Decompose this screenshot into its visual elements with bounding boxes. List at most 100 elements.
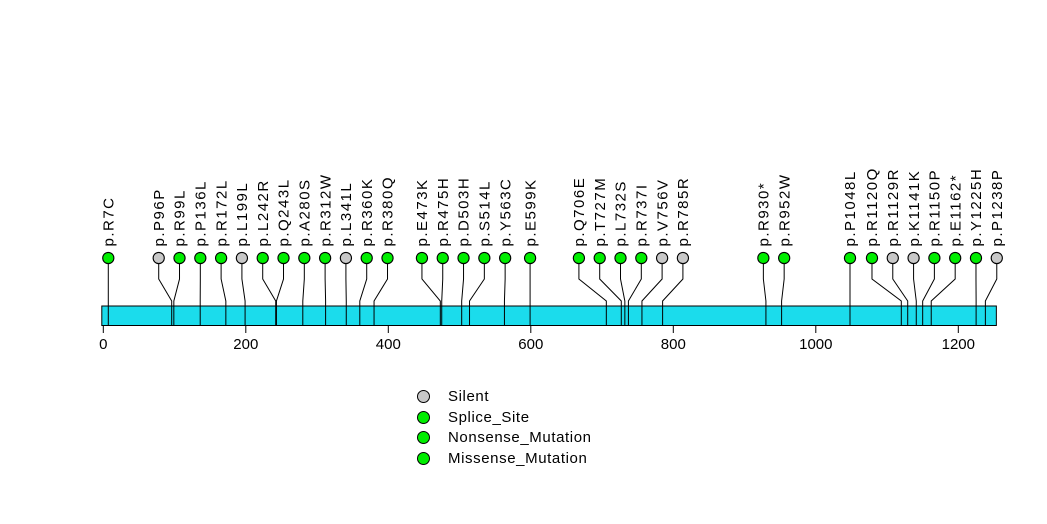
mutation-label: p.R360K bbox=[359, 178, 376, 247]
axis-tick-label: 400 bbox=[376, 336, 401, 353]
mutation-stem bbox=[913, 263, 917, 326]
mutation-stem bbox=[892, 263, 909, 326]
mutation-label: p.R7C bbox=[100, 196, 117, 246]
mutation-point bbox=[676, 251, 690, 265]
legend-label: Silent bbox=[448, 387, 490, 405]
legend-item-silent: Silent bbox=[417, 386, 592, 407]
mutation-point bbox=[339, 251, 353, 265]
mutation-stem bbox=[158, 263, 173, 326]
mutation-point bbox=[614, 251, 627, 265]
mutation-stem bbox=[469, 263, 485, 326]
mutation-label: p.E599K bbox=[522, 178, 539, 246]
mutation-stem bbox=[781, 263, 785, 326]
mutation-point bbox=[593, 251, 606, 265]
legend-item-splice-site: Splice_Site bbox=[417, 407, 592, 428]
axis-tick-label: 200 bbox=[233, 336, 258, 353]
mutation-point bbox=[843, 251, 857, 265]
mutation-stem bbox=[984, 263, 998, 326]
mutation-stem bbox=[359, 263, 368, 326]
mutation-point bbox=[298, 251, 311, 265]
mutation-point bbox=[194, 251, 207, 265]
mutation-stem bbox=[620, 263, 626, 326]
legend-label: Missense_Mutation bbox=[448, 450, 588, 468]
mutation-point bbox=[907, 251, 920, 265]
mutation-point bbox=[415, 251, 429, 265]
mutation-label: p.R952W bbox=[776, 173, 793, 246]
mutation-stem bbox=[173, 263, 181, 326]
mutation-label: p.R930* bbox=[756, 182, 773, 247]
mutation-stem bbox=[302, 263, 305, 326]
mutation-point bbox=[102, 251, 115, 265]
mutation-label: p.R312W bbox=[317, 173, 334, 246]
mutation-point bbox=[436, 251, 449, 265]
mutation-point bbox=[256, 251, 269, 265]
mutation-label: p.R737I bbox=[634, 183, 651, 246]
mutation-point bbox=[655, 251, 669, 265]
mutation-label: p.P1048L bbox=[842, 170, 859, 246]
mutation-stem bbox=[421, 263, 441, 326]
mutation-point bbox=[635, 251, 648, 265]
axis-tick-label: 0 bbox=[99, 336, 107, 353]
mutation-label: p.L341L bbox=[338, 182, 355, 247]
mutation-point bbox=[949, 251, 962, 265]
mutation-point bbox=[572, 251, 586, 265]
mutation-stem bbox=[599, 263, 622, 326]
mutation-point bbox=[214, 251, 228, 265]
mutation-stem bbox=[241, 263, 246, 326]
mutation-label: p.E1162* bbox=[947, 174, 964, 247]
axis-tick-label: 800 bbox=[661, 336, 686, 353]
mutation-stem bbox=[922, 263, 935, 326]
mutation-point bbox=[152, 251, 165, 265]
mutation-stem bbox=[578, 263, 607, 326]
mutation-label: p.R785R bbox=[675, 177, 692, 247]
silent-dot-icon bbox=[417, 389, 430, 403]
mutation-label: p.Y563C bbox=[497, 178, 514, 247]
splice-site-dot-icon bbox=[417, 410, 430, 424]
axis-tick-label: 1000 bbox=[799, 336, 832, 353]
mutation-label: p.L242R bbox=[255, 179, 272, 246]
mutation-point bbox=[928, 251, 941, 265]
mutation-stem bbox=[461, 263, 465, 326]
mutation-label: p.R1150P bbox=[927, 169, 944, 247]
mutation-point bbox=[969, 251, 983, 265]
mutation-label: p.R99L bbox=[172, 189, 189, 246]
mutation-point bbox=[173, 251, 186, 265]
missense-mutation-dot-icon bbox=[417, 452, 430, 466]
nonsense-mutation-dot-icon bbox=[417, 431, 430, 445]
mutation-stem bbox=[441, 263, 444, 326]
legend-item-missense-mutation: Missense_Mutation bbox=[417, 448, 592, 469]
mutation-stem bbox=[627, 263, 642, 326]
protein-bar bbox=[101, 305, 997, 326]
mutation-label: p.P136L bbox=[193, 180, 210, 246]
mutation-label: p.P1238P bbox=[989, 169, 1006, 247]
mutation-label: p.Q706E bbox=[571, 177, 588, 247]
mutation-point bbox=[778, 251, 791, 265]
mutation-point bbox=[478, 251, 491, 265]
axis-tick-label: 1200 bbox=[942, 336, 975, 353]
mutation-point bbox=[886, 251, 899, 265]
mutation-stem bbox=[262, 263, 277, 326]
mutation-point bbox=[523, 251, 537, 265]
mutation-label: p.R172L bbox=[213, 179, 230, 246]
mutation-label: p.T727M bbox=[592, 177, 609, 247]
mutation-label: p.R380Q bbox=[380, 176, 397, 247]
mutation-label: p.D503H bbox=[456, 177, 473, 247]
mutation-label: p.V756V bbox=[654, 178, 671, 246]
mutation-label: p.R475H bbox=[435, 177, 452, 247]
legend-item-nonsense-mutation: Nonsense_Mutation bbox=[417, 428, 592, 449]
mutation-stem bbox=[641, 263, 663, 326]
legend: Silent Splice_Site Nonsense_Mutation Mis… bbox=[417, 386, 592, 469]
legend-label: Nonsense_Mutation bbox=[448, 429, 592, 447]
mutation-stem bbox=[762, 263, 767, 326]
mutation-stem bbox=[871, 263, 902, 326]
mutation-stem bbox=[275, 263, 285, 326]
mutation-label: p.Y1225H bbox=[968, 168, 985, 247]
mutation-stem bbox=[930, 263, 956, 326]
mutation-label: p.R1120Q bbox=[864, 167, 881, 246]
mutation-label: p.Q243L bbox=[276, 178, 293, 246]
mutation-point bbox=[318, 251, 332, 265]
mutation-label: p.A280S bbox=[297, 178, 314, 246]
mutation-stem bbox=[373, 263, 389, 326]
